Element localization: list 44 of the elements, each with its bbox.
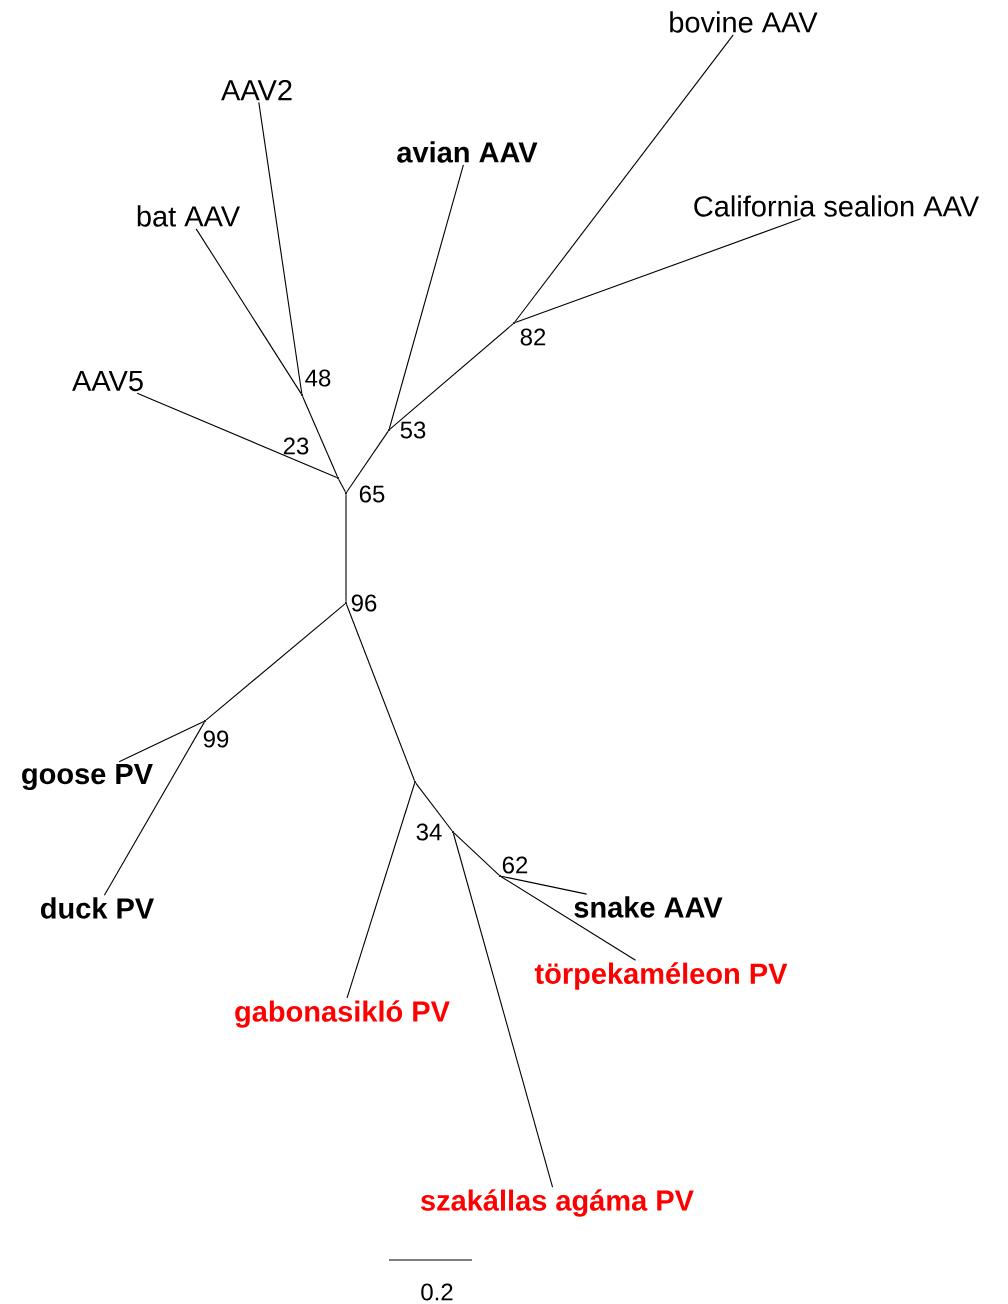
taxon-label: törpekaméleon PV: [534, 962, 788, 990]
scale-label: 0.2: [421, 1283, 453, 1301]
taxon-label: bovine AAV: [670, 11, 818, 33]
tree-branch: [500, 875, 588, 895]
taxon-label: bat AAV: [137, 205, 240, 227]
tree-branch: [415, 782, 453, 832]
tree-branch: [345, 493, 347, 603]
bootstrap-value: 65: [359, 485, 385, 503]
tree-branch: [258, 101, 303, 395]
taxon-label: avian AAV: [397, 141, 538, 163]
bootstrap-value: 23: [283, 437, 309, 455]
tree-branch: [338, 478, 346, 493]
tree-branch: [345, 603, 416, 782]
bootstrap-value: 53: [400, 421, 426, 439]
bootstrap-value: 48: [305, 369, 331, 387]
tree-branch: [195, 228, 302, 395]
bootstrap-value: 96: [351, 594, 377, 612]
tree-branch: [452, 832, 554, 1188]
tree-branch: [301, 395, 339, 478]
taxon-label: AAV2: [221, 79, 292, 101]
taxon-label: szakállas agáma PV: [421, 1189, 694, 1217]
taxon-label: gabonasikló PV: [235, 1000, 450, 1028]
tree-branch: [514, 34, 734, 323]
bootstrap-value: 99: [203, 730, 229, 748]
tree-branch: [346, 430, 389, 493]
branch-point: [413, 780, 417, 784]
tree-branch: [389, 323, 514, 430]
bootstrap-value: 82: [520, 328, 546, 346]
tree-branch: [388, 164, 464, 430]
taxon-label: duck PV: [41, 897, 154, 919]
tree-branch: [205, 603, 346, 721]
tree-branch: [136, 392, 338, 479]
tree-branch: [514, 218, 802, 324]
taxon-label: goose PV: [22, 763, 153, 791]
bootstrap-value: 34: [416, 823, 442, 841]
taxon-label: AAV5: [72, 370, 143, 392]
tree-branch: [500, 876, 637, 961]
tree-branch: [453, 832, 500, 876]
tree-branch: [103, 721, 205, 896]
taxon-label: snake AAV: [574, 896, 723, 918]
taxon-label: California sealion AAV: [694, 195, 979, 217]
bootstrap-value: 62: [502, 856, 528, 874]
tree-branch: [118, 721, 205, 763]
tree-branch: [346, 782, 416, 999]
